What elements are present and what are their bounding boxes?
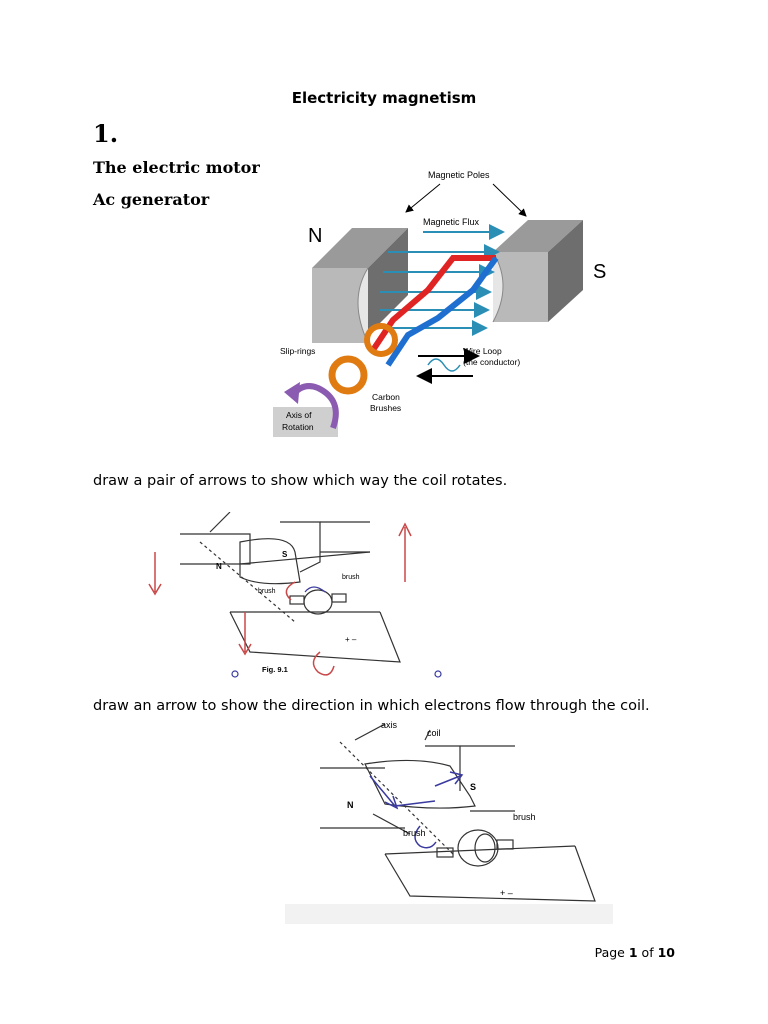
footer-of-word: of (641, 945, 654, 960)
flux-arrows (380, 224, 505, 336)
label-magnetic-flux: Magnetic Flux (423, 217, 480, 227)
label-rotation: Rotation (282, 422, 314, 432)
label-axis-of: Axis of (286, 410, 312, 420)
motor-sketch-rotation: N S brush brush + – Fig. 9.1 (148, 512, 442, 678)
document-title: Electricity magnetism (291, 89, 477, 107)
label-terminals: + – (500, 888, 513, 898)
label-carbon: Carbon (372, 392, 400, 402)
figure-caption: Fig. 9.1 (262, 665, 288, 674)
prompt-electron-flow: draw an arrow to show the direction in w… (93, 698, 650, 714)
north-magnet-block (312, 228, 408, 344)
label-brush-left: brush (258, 588, 276, 595)
heading-ac-generator: Ac generator (93, 190, 210, 209)
label-brushes: Brushes (370, 403, 401, 413)
page-footer: Page 1 of 10 (595, 945, 675, 960)
slip-ring-upper (364, 323, 398, 357)
south-magnet-block (492, 220, 583, 323)
label-south: S (470, 782, 476, 792)
label-north: N (347, 800, 354, 810)
heading-electric-motor: The electric motor (93, 158, 260, 177)
label-conductor: (the conductor) (463, 357, 520, 367)
wire-loop-blue (385, 256, 499, 367)
axis-label-box (273, 407, 338, 437)
prompt-coil-rotation: draw a pair of arrows to show which way … (93, 473, 508, 489)
label-brush-left: brush (403, 828, 426, 838)
label-north: N (308, 225, 322, 247)
footer-page-word: Page (594, 945, 625, 960)
label-terminals: + – (345, 635, 357, 644)
label-axis: axis (381, 720, 398, 730)
label-brush-right: brush (513, 812, 536, 822)
label-south: S (593, 261, 606, 283)
drawn-arrows (148, 522, 412, 676)
motor-sketch-electron-flow: axis coil N S brush brush + – (285, 720, 613, 924)
label-south: S (282, 550, 288, 559)
label-brush-right: brush (342, 574, 360, 581)
label-magnetic-poles: Magnetic Poles (428, 170, 490, 180)
label-coil: coil (427, 728, 441, 738)
electron-flow-arrows (369, 771, 464, 849)
footer-page-total: 10 (657, 945, 675, 960)
label-wire-loop: Wire Loop (463, 346, 502, 356)
footer-page-number: 1 (628, 945, 638, 960)
label-north: N (216, 562, 222, 571)
ac-generator-diagram: Magnetic Poles Magnetic Flux N S Slip-ri… (273, 170, 606, 437)
label-slip-rings: Slip-rings (280, 346, 315, 356)
slip-ring-lower (328, 355, 368, 395)
question-number: 1. (93, 119, 119, 148)
